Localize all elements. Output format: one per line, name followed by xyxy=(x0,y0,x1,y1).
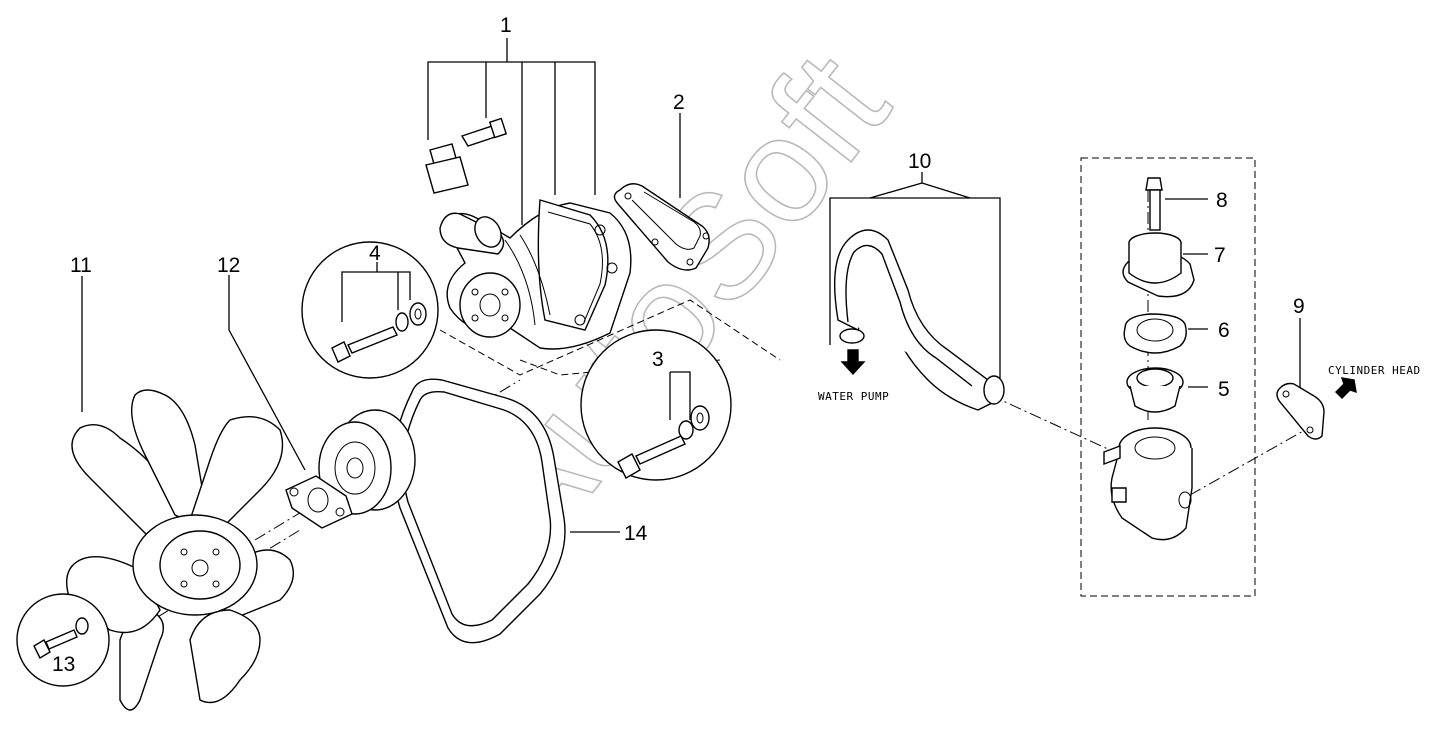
callout-6: 6 xyxy=(1218,319,1230,342)
note-water-pump: WATER PUMP xyxy=(818,390,889,403)
pump-gasket[interactable] xyxy=(613,113,710,271)
callout-9: 9 xyxy=(1293,295,1305,318)
fan-bolt-set[interactable] xyxy=(16,593,110,687)
callout-7: 7 xyxy=(1214,244,1226,267)
thermostat-housing[interactable] xyxy=(1103,427,1193,541)
note-cylinder-head: CYLINDER HEAD xyxy=(1328,364,1421,377)
outlet-gasket[interactable] xyxy=(1276,318,1357,440)
callout-5: 5 xyxy=(1218,378,1230,401)
thermostat[interactable] xyxy=(1126,367,1208,413)
callout-13: 13 xyxy=(52,653,75,676)
callout-11: 11 xyxy=(70,254,92,277)
callout-8: 8 xyxy=(1216,189,1228,212)
thermostat-bolt[interactable] xyxy=(1145,177,1208,231)
water-pump-assembly[interactable] xyxy=(425,38,632,350)
thermostat-group-frame xyxy=(1080,157,1256,597)
callout-2: 2 xyxy=(673,91,685,114)
water-hose[interactable] xyxy=(829,172,1005,411)
callout-3: 3 xyxy=(652,348,664,371)
callout-4: 4 xyxy=(369,242,381,265)
fan-spacer[interactable] xyxy=(228,275,353,529)
thermostat-gasket[interactable] xyxy=(1123,313,1208,354)
pump-bolt-set[interactable] xyxy=(301,241,439,379)
callout-10: 10 xyxy=(908,150,931,173)
water-outlet[interactable] xyxy=(1122,232,1208,298)
callout-1: 1 xyxy=(500,14,512,37)
callout-12: 12 xyxy=(217,254,240,277)
callout-14: 14 xyxy=(624,522,648,545)
fan-pulley-bolt-set[interactable] xyxy=(580,329,732,481)
cooling-fan[interactable] xyxy=(66,276,294,711)
v-belt[interactable] xyxy=(392,378,620,644)
